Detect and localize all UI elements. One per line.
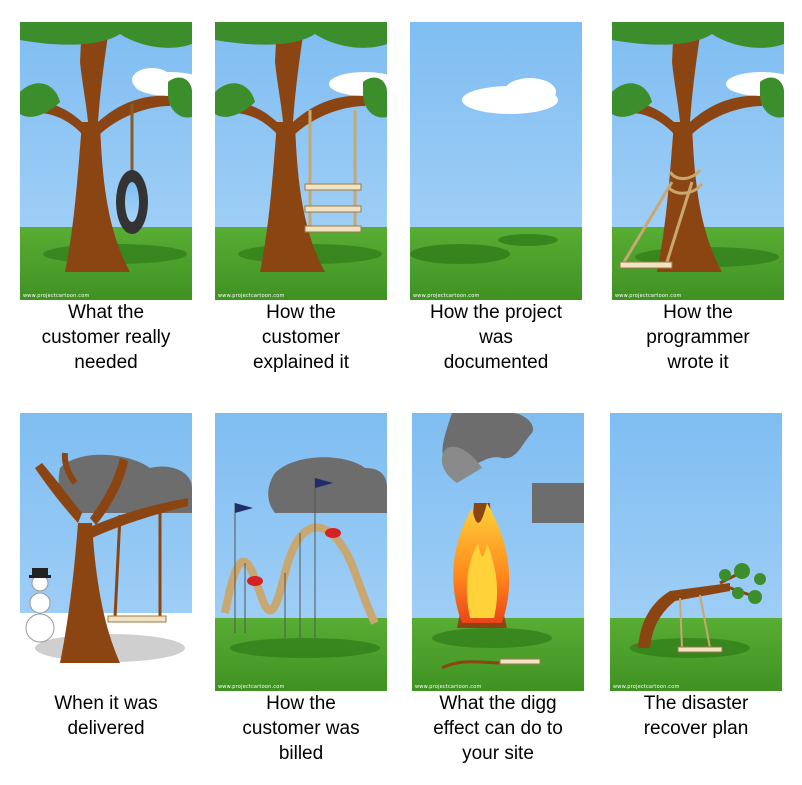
caption-panel-3: How the project was documented xyxy=(401,300,591,375)
caption-line: What the xyxy=(67,302,145,323)
caption-panel-1: What the customer really needed xyxy=(11,300,201,375)
caption-line: documented xyxy=(443,352,549,373)
credit-text: www.projectcartoon.com xyxy=(23,684,90,690)
caption-line: How the xyxy=(663,302,733,323)
panel-customer-needed: www.projectcartoon.com xyxy=(20,22,192,300)
caption-line: recover plan xyxy=(643,718,749,739)
caption-line: billed xyxy=(278,743,324,764)
caption-line: effect can do to xyxy=(433,718,563,739)
roller-coaster-illustration xyxy=(215,413,387,691)
credit-text: www.projectcartoon.com xyxy=(218,684,285,690)
caption-panel-7: What the digg effect can do to your site xyxy=(403,691,593,766)
caption-line: your site xyxy=(462,743,534,764)
caption-panel-2: How the customer explained it xyxy=(206,300,396,375)
panel-disaster-recover: www.projectcartoon.com xyxy=(610,413,782,691)
caption-panel-8: The disaster recover plan xyxy=(601,691,791,741)
caption-line: explained it xyxy=(252,352,350,373)
winter-swing-illustration xyxy=(20,413,192,691)
panel-delivered: www.projectcartoon.com xyxy=(20,413,192,691)
caption-line: wrote it xyxy=(667,352,729,373)
credit-text: www.projectcartoon.com xyxy=(613,684,680,690)
panel-digg-effect: www.projectcartoon.com xyxy=(412,413,584,691)
empty-field-illustration xyxy=(410,22,582,300)
caption-panel-4: How the programmer wrote it xyxy=(603,300,793,375)
caption-line: When it was xyxy=(54,693,158,714)
wrapped-swing-illustration xyxy=(612,22,784,300)
caption-line: programmer xyxy=(646,327,750,348)
credit-text: www.projectcartoon.com xyxy=(615,293,682,299)
caption-line: What the digg xyxy=(439,693,557,714)
ladder-swing-illustration xyxy=(215,22,387,300)
fallen-tree-illustration xyxy=(610,413,782,691)
caption-line: How the xyxy=(266,693,336,714)
credit-text: www.projectcartoon.com xyxy=(415,684,482,690)
credit-text: www.projectcartoon.com xyxy=(23,293,90,299)
caption-line: How the xyxy=(266,302,336,323)
panel-project-documented: www.projectcartoon.com xyxy=(410,22,582,300)
burning-tree-illustration xyxy=(412,413,584,691)
credit-text: www.projectcartoon.com xyxy=(218,293,285,299)
panel-programmer-wrote: www.projectcartoon.com xyxy=(612,22,784,300)
caption-line: customer was xyxy=(242,718,360,739)
caption-line: needed xyxy=(74,352,138,373)
tire-swing-illustration xyxy=(20,22,192,300)
caption-line: delivered xyxy=(67,718,145,739)
caption-line: customer really xyxy=(41,327,171,348)
credit-text: www.projectcartoon.com xyxy=(413,293,480,299)
panel-customer-explained: www.projectcartoon.com xyxy=(215,22,387,300)
panel-billed: www.projectcartoon.com xyxy=(215,413,387,691)
caption-line: The disaster xyxy=(643,693,749,714)
caption-line: was xyxy=(479,327,513,348)
caption-panel-6: How the customer was billed xyxy=(206,691,396,766)
caption-line: How the project xyxy=(429,302,562,323)
caption-line: customer xyxy=(261,327,341,348)
caption-panel-5: When it was delivered xyxy=(11,691,201,741)
